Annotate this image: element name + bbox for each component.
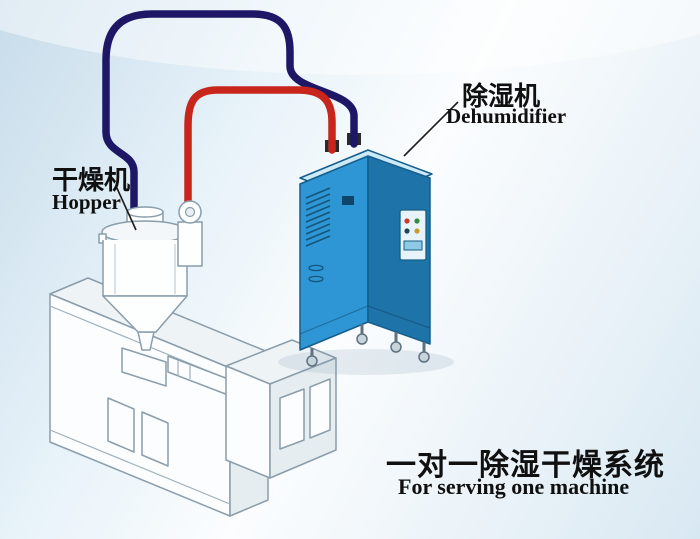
dehumidifier-cabinet (278, 133, 454, 375)
leader-line-hopper (115, 185, 137, 231)
barrel-flange-lines (177, 360, 191, 379)
caster-wheels (306, 324, 430, 367)
hopper-body-seams (114, 244, 176, 294)
connection-pipes (102, 10, 358, 244)
end-unit-door-panel (309, 378, 331, 439)
cabinet-vent-hole (308, 275, 324, 283)
hopper-cone (102, 295, 188, 333)
caster-stems (310, 324, 426, 356)
cabinet-side-face (367, 155, 431, 345)
indicator-light-green (414, 218, 420, 224)
caster-wheel (306, 355, 318, 367)
machine-door-panel (107, 397, 135, 453)
dehumidifier-label-chinese: 除湿机 (462, 81, 541, 111)
machine-base-seam (49, 429, 231, 505)
cabinet-vent-slots (305, 187, 331, 247)
caster-wheel (356, 333, 368, 345)
hopper-dryer (98, 200, 203, 333)
hopper-label-english: Hopper (52, 190, 121, 214)
brand-logo-badge (342, 196, 354, 205)
caster-wheel (390, 341, 402, 353)
hopper-mount-base (121, 347, 167, 387)
system-caption-chinese: 一对一除湿干燥系统 (386, 449, 665, 482)
return-air-pipe-blue (102, 10, 358, 244)
control-panel (399, 209, 427, 261)
suction-blower-body (177, 221, 203, 267)
extruder-machine (49, 277, 337, 517)
hopper-lid-cap-top (126, 206, 164, 218)
end-unit-door-panel (279, 388, 305, 450)
cabinet-base-line (299, 305, 431, 335)
cabinet-shadow (278, 349, 454, 375)
caster-wheel (418, 351, 430, 363)
dehumidifier-label-english: Dehumidifier (446, 104, 567, 128)
panel-button (414, 228, 420, 234)
indicator-light-red (404, 218, 410, 224)
cabinet-front-face (299, 155, 369, 351)
dry-air-pipe-red (184, 86, 336, 244)
leader-line-dehumidifier (403, 101, 459, 157)
panel-button (404, 228, 410, 234)
system-caption-english: For serving one machine (398, 474, 630, 499)
hopper-label-chinese: 干燥机 (52, 165, 131, 195)
cabinet-vent-hole (308, 264, 324, 272)
end-unit-left-face (225, 365, 271, 479)
panel-display (403, 240, 423, 251)
hopper-lid (101, 220, 189, 244)
machine-door-panel (141, 411, 169, 467)
blower-fan-hub (184, 206, 196, 218)
background-sweep (0, 0, 700, 75)
